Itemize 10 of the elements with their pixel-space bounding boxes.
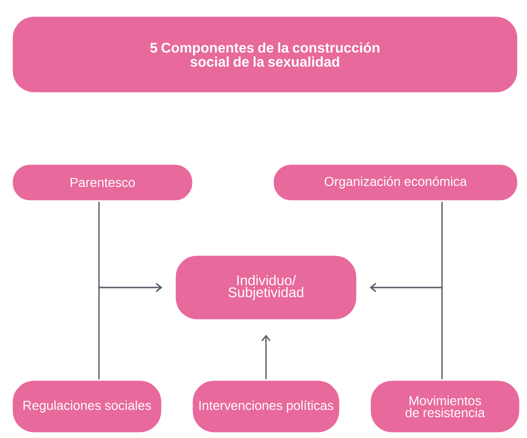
component-box: Parentesco [11, 163, 194, 202]
component-box: Organización económica [272, 163, 519, 202]
arrow [262, 334, 271, 380]
component-box: Movimientos de resistencia [369, 379, 521, 434]
arrow [98, 282, 162, 380]
title-box: 5 Componentes de la construcción social de la sexualidad [11, 15, 519, 94]
component-box: Intervenciones políticas [191, 379, 341, 434]
arrow [370, 282, 443, 380]
center-box: Individuo/ Subjetividad [174, 254, 358, 321]
component-box: Regulaciones sociales [11, 379, 163, 434]
